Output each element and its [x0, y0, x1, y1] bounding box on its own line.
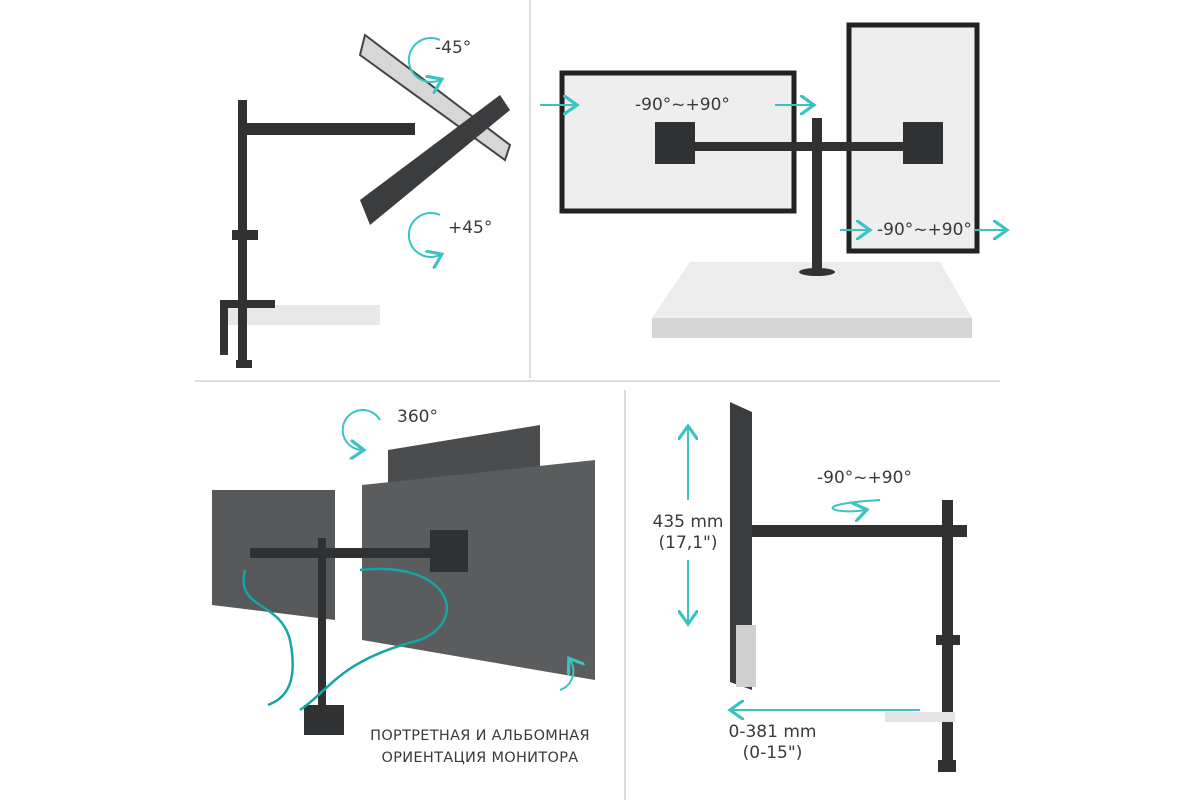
tilt-down-label: +45° [448, 218, 493, 238]
tilt-mount-illustration [220, 33, 512, 368]
tilt-up-label: -45° [435, 38, 472, 58]
dual-mount-illustration [540, 22, 1005, 338]
portrait-landscape-illustration [212, 409, 595, 735]
height-label: 435 mm (17,1") [643, 512, 733, 554]
orientation-caption: ПОРТРЕТНАЯ И АЛЬБОМНАЯ ОРИЕНТАЦИЯ МОНИТО… [360, 725, 600, 769]
height-in: (17,1") [658, 533, 718, 553]
dimensions-illustration [688, 402, 967, 772]
reach-label: 0-381 mm (0-15") [725, 722, 820, 764]
swivel-label: 360° [397, 407, 438, 427]
caption-line-2: ОРИЕНТАЦИЯ МОНИТОРА [381, 750, 579, 766]
rotation-right-label: -90°~+90° [877, 220, 972, 240]
reach-mm: 0-381 mm [728, 722, 817, 742]
dimension-rotation-label: -90°~+90° [817, 468, 912, 488]
caption-line-1: ПОРТРЕТНАЯ И АЛЬБОМНАЯ [370, 728, 590, 744]
reach-in: (0-15") [742, 743, 803, 763]
rotation-left-label: -90°~+90° [635, 95, 730, 115]
height-mm: 435 mm [652, 512, 724, 532]
